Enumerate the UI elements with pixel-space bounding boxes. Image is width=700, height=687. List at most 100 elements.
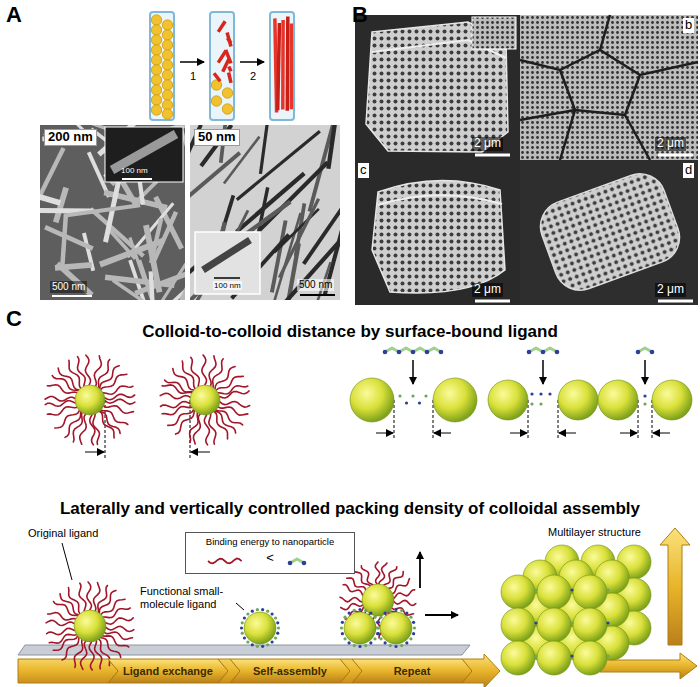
small-ligand xyxy=(358,645,361,648)
molecule-atom xyxy=(650,350,655,355)
nanoparticle xyxy=(501,608,535,642)
nanorod xyxy=(113,280,143,300)
nanorod xyxy=(130,237,146,283)
node-text: Self-assembly xyxy=(253,665,327,677)
nanorod xyxy=(151,271,153,300)
small-ligand xyxy=(409,637,412,640)
small-ligand xyxy=(606,654,609,657)
small-ligand xyxy=(271,640,274,643)
step-number: 2 xyxy=(250,70,256,83)
small-ligand xyxy=(400,644,403,647)
crack-lines xyxy=(520,15,698,160)
molecule-atom xyxy=(302,561,307,566)
nanorod xyxy=(279,199,318,278)
small-ligand xyxy=(389,609,392,612)
ligand-chain xyxy=(87,582,92,610)
small-ligand xyxy=(243,616,246,619)
nanoparticle xyxy=(362,584,394,616)
nanoparticle xyxy=(350,378,394,422)
molecule-atom xyxy=(541,350,546,355)
small-ligand xyxy=(606,588,609,591)
ligand-chain xyxy=(98,360,109,388)
ligand-chain xyxy=(173,369,194,391)
nanoparticle xyxy=(380,612,412,644)
sem-image xyxy=(355,160,520,305)
crystal-rod xyxy=(223,59,229,71)
molecule-atom xyxy=(383,350,388,355)
small-ligand xyxy=(405,401,408,404)
nanoparticle xyxy=(501,641,535,675)
ligand-chain xyxy=(47,628,75,634)
inset-image xyxy=(195,232,260,294)
porous-crystal xyxy=(533,167,687,298)
sem-image xyxy=(520,160,698,305)
particle xyxy=(151,15,161,25)
small-ligand xyxy=(271,612,274,615)
small-ligand xyxy=(394,645,397,648)
ligand-chain xyxy=(168,410,194,426)
scale-bar xyxy=(475,154,510,157)
scale-label: 500 nm xyxy=(50,281,87,293)
small-ligand xyxy=(373,637,376,640)
small-ligand xyxy=(384,611,387,614)
particle xyxy=(162,90,172,100)
nanorod xyxy=(237,173,305,231)
nanoparticle xyxy=(573,608,607,642)
ligand-chain xyxy=(393,579,410,594)
ligand-chain xyxy=(215,367,235,389)
small-ligand xyxy=(343,616,346,619)
small-ligand xyxy=(261,645,264,648)
ligand-chain xyxy=(379,563,387,584)
scale-label: 2 μm xyxy=(472,137,503,151)
ligand-chain xyxy=(220,402,250,408)
annotation: Multilayer structure xyxy=(548,526,641,539)
small-ligand xyxy=(340,626,343,629)
particle xyxy=(151,65,161,75)
ligand-chain xyxy=(384,567,397,585)
nanorod xyxy=(237,131,320,199)
small-ligand xyxy=(246,612,249,615)
scale-label: 2 μm xyxy=(655,137,686,151)
multilayer xyxy=(501,545,651,675)
small-ligand xyxy=(251,643,254,646)
ligand-chain xyxy=(47,407,77,415)
scale-bar xyxy=(300,294,335,296)
ligand-chain xyxy=(106,618,134,624)
process-step: Self-assembly xyxy=(230,659,350,683)
molecule-atom xyxy=(527,350,532,355)
particle xyxy=(162,80,172,90)
scale-bar xyxy=(658,300,693,303)
particle xyxy=(162,40,172,50)
nanoparticle xyxy=(537,608,571,642)
ligand-chain xyxy=(182,361,195,389)
small-ligand xyxy=(341,632,344,635)
nanorod xyxy=(328,125,338,169)
nanorod xyxy=(309,125,339,211)
scale-label: 2 μm xyxy=(655,283,686,297)
panel-letter: C xyxy=(6,306,22,331)
nanorod xyxy=(282,221,340,300)
molecule-atom xyxy=(555,350,560,355)
nanorod xyxy=(67,205,140,215)
small-ligand xyxy=(400,609,403,612)
molecule-atom xyxy=(411,350,416,355)
leader-line xyxy=(236,603,244,610)
nanorod xyxy=(100,240,164,264)
small-ligand xyxy=(341,621,344,624)
small-ligand xyxy=(405,611,408,614)
nanorods xyxy=(40,125,185,300)
chevron-outline xyxy=(230,659,350,683)
small-ligand xyxy=(534,654,537,657)
process-step: Ligand exchange xyxy=(108,659,228,683)
small-ligand xyxy=(358,608,361,611)
sem-image xyxy=(355,15,520,160)
small-ligand xyxy=(409,616,412,619)
ligand-chain xyxy=(103,386,132,394)
small-ligand xyxy=(277,626,280,629)
nanoparticle xyxy=(573,575,607,609)
node-text: Binding energy to nanoparticle xyxy=(206,536,334,547)
nanoparticle xyxy=(501,575,535,609)
small-ligand xyxy=(377,632,380,635)
